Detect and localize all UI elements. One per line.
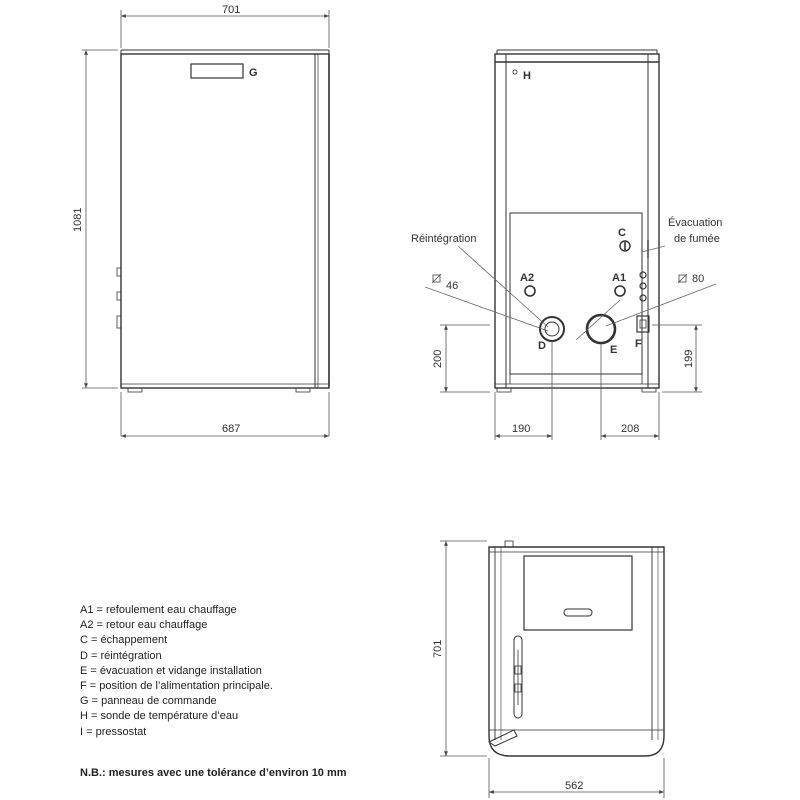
diameter-icon xyxy=(431,273,442,284)
dim-depth-top: 701 xyxy=(432,640,444,658)
front-body xyxy=(120,53,330,389)
diam-46: 46 xyxy=(446,280,458,292)
dim-dist-right: 208 xyxy=(621,423,639,435)
label-d: D xyxy=(538,340,546,352)
legend-item: C = échappement xyxy=(80,634,168,647)
legend: A1 = refoulement eau chauffage A2 = reto… xyxy=(80,603,273,740)
label-a1: A1 xyxy=(612,272,626,284)
dim-height-right: 199 xyxy=(683,350,695,368)
connection-d xyxy=(539,316,565,342)
front-view xyxy=(116,49,330,393)
label-f: F xyxy=(635,338,642,350)
legend-item: I = pressostat xyxy=(80,725,147,738)
connection-c xyxy=(619,240,631,252)
diam-80: 80 xyxy=(692,273,704,285)
connection-f xyxy=(636,315,650,333)
side-view xyxy=(494,49,660,393)
legend-item: H = sonde de température d’eau xyxy=(80,710,239,723)
legend-item: G = panneau de commande xyxy=(80,695,217,708)
dim-height-front: 1081 xyxy=(72,208,84,232)
leader-lines xyxy=(424,245,717,341)
connection-a2 xyxy=(524,285,536,297)
label-a2: A2 xyxy=(520,272,534,284)
legend-item: F = position de l’alimentation principal… xyxy=(80,680,273,693)
dim-width-bottom: 687 xyxy=(222,423,240,435)
panel-label-g: G xyxy=(249,67,258,79)
sensor-label-h: H xyxy=(523,70,531,82)
control-panel xyxy=(190,63,244,79)
label-reintegration: Réintégration xyxy=(411,233,476,245)
dim-width-top: 701 xyxy=(222,4,240,16)
label-e: E xyxy=(610,344,617,356)
legend-item: A1 = refoulement eau chauffage xyxy=(80,604,237,616)
label-evacuation-1: Évacuation xyxy=(668,216,722,229)
label-evacuation-2: de fumée xyxy=(674,233,720,245)
pellet-hopper xyxy=(523,555,633,631)
legend-item: A2 = retour eau chauffage xyxy=(80,619,208,632)
dim-dist-left: 190 xyxy=(512,423,530,435)
top-dimensions xyxy=(440,540,665,798)
label-c: C xyxy=(618,227,626,239)
front-dimensions xyxy=(82,10,330,438)
legend-item: D = réintégration xyxy=(80,649,162,662)
dim-height-left: 200 xyxy=(432,350,444,368)
legend-item: E = évacuation et vidange installation xyxy=(80,664,262,677)
rear-plate xyxy=(509,212,643,375)
diameter-icon xyxy=(677,273,688,284)
connection-a1 xyxy=(614,285,626,297)
top-view xyxy=(487,540,665,757)
connection-e xyxy=(585,313,617,345)
dim-width-top-view: 562 xyxy=(565,780,583,792)
side-dimensions xyxy=(440,324,702,440)
tolerance-note: N.B.: mesures avec une tolérance d’envir… xyxy=(80,767,347,779)
